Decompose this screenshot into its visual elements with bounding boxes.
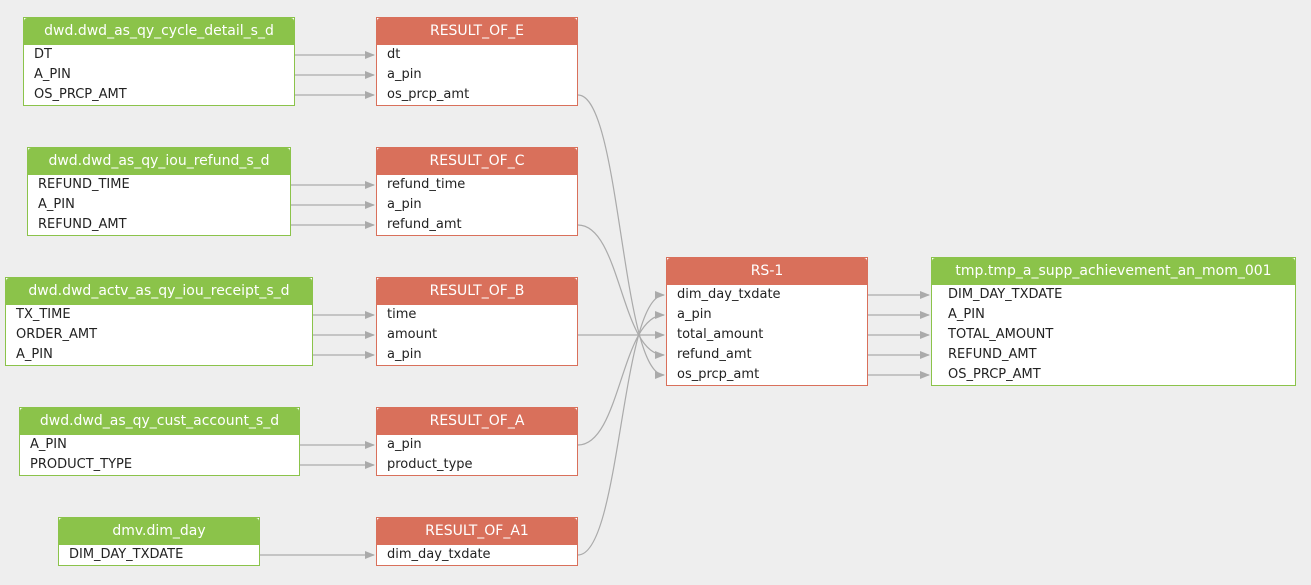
result-node-c[interactable]: RESULT_OF_C refund_time a_pin refund_amt — [376, 147, 578, 236]
edge-rs1-os-prcp-amt — [577, 94, 665, 379]
table-node-cust-account[interactable]: dwd.dwd_as_qy_cust_account_s_d A_PIN PRO… — [19, 407, 300, 476]
edge-rs1-a-pin — [577, 311, 665, 446]
result-node-b[interactable]: RESULT_OF_B time amount a_pin — [376, 277, 578, 366]
field-a-pin[interactable]: a_pin — [677, 307, 712, 322]
field-order-amt[interactable]: ORDER_AMT — [16, 327, 98, 342]
node-title: RESULT_OF_B — [377, 278, 577, 305]
node-title: dwd.dwd_as_qy_cycle_detail_s_d — [24, 18, 294, 45]
edge-rs1-refund-amt — [577, 224, 665, 359]
field-total-amount[interactable]: total_amount — [677, 327, 764, 342]
node-title: dwd.dwd_actv_as_qy_iou_receipt_s_d — [6, 278, 312, 305]
field-tx-time[interactable]: TX_TIME — [16, 307, 71, 322]
table-node-cycle-detail[interactable]: dwd.dwd_as_qy_cycle_detail_s_d DT A_PIN … — [23, 17, 295, 106]
table-node-target[interactable]: tmp.tmp_a_supp_achievement_an_mom_001 DI… — [931, 257, 1296, 386]
field-dt[interactable]: dt — [387, 47, 401, 62]
table-node-dim-day[interactable]: dmv.dim_day DIM_DAY_TXDATE — [58, 517, 260, 566]
field-os-prcp-amt[interactable]: os_prcp_amt — [387, 87, 470, 102]
node-title: RESULT_OF_E — [377, 18, 577, 45]
field-a-pin[interactable]: A_PIN — [38, 197, 75, 212]
field-time[interactable]: time — [387, 307, 417, 322]
field-os-prcp-amt[interactable]: OS_PRCP_AMT — [34, 87, 127, 102]
field-total-amount[interactable]: TOTAL_AMOUNT — [948, 327, 1054, 342]
table-node-iou-refund[interactable]: dwd.dwd_as_qy_iou_refund_s_d REFUND_TIME… — [27, 147, 291, 236]
field-refund-amt[interactable]: REFUND_AMT — [948, 347, 1037, 362]
node-title: RESULT_OF_A — [377, 408, 577, 435]
result-node-a[interactable]: RESULT_OF_A a_pin product_type — [376, 407, 578, 476]
node-title: dwd.dwd_as_qy_iou_refund_s_d — [28, 148, 290, 175]
field-dim-day-txdate[interactable]: DIM_DAY_TXDATE — [69, 547, 184, 562]
node-title: RS-1 — [667, 258, 867, 285]
field-a-pin[interactable]: a_pin — [387, 437, 422, 452]
field-product-type[interactable]: PRODUCT_TYPE — [30, 457, 133, 472]
field-refund-amt[interactable]: refund_amt — [387, 217, 462, 232]
field-dim-day-txdate[interactable]: dim_day_txdate — [677, 287, 781, 302]
field-a-pin[interactable]: A_PIN — [34, 67, 71, 82]
field-os-prcp-amt[interactable]: OS_PRCP_AMT — [948, 367, 1041, 382]
result-node-e[interactable]: RESULT_OF_E dt a_pin os_prcp_amt — [376, 17, 578, 106]
field-refund-time[interactable]: REFUND_TIME — [38, 177, 130, 192]
table-node-iou-receipt[interactable]: dwd.dwd_actv_as_qy_iou_receipt_s_d TX_TI… — [5, 277, 313, 366]
field-amount[interactable]: amount — [387, 327, 438, 342]
node-title: tmp.tmp_a_supp_achievement_an_mom_001 — [932, 258, 1295, 285]
field-a-pin[interactable]: a_pin — [387, 347, 422, 362]
field-a-pin[interactable]: a_pin — [387, 67, 422, 82]
field-dim-day-txdate[interactable]: dim_day_txdate — [387, 547, 491, 562]
field-a-pin[interactable]: A_PIN — [948, 307, 985, 322]
field-os-prcp-amt[interactable]: os_prcp_amt — [677, 367, 760, 382]
field-refund-amt[interactable]: refund_amt — [677, 347, 752, 362]
result-node-a1[interactable]: RESULT_OF_A1 dim_day_txdate — [376, 517, 578, 566]
field-a-pin[interactable]: A_PIN — [30, 437, 67, 452]
node-title: RESULT_OF_A1 — [377, 518, 577, 545]
field-dt[interactable]: DT — [34, 47, 52, 62]
field-dim-day-txdate[interactable]: DIM_DAY_TXDATE — [948, 287, 1063, 302]
result-node-rs1[interactable]: RS-1 dim_day_txdate a_pin total_amount r… — [666, 257, 868, 386]
field-refund-amt[interactable]: REFUND_AMT — [38, 217, 127, 232]
node-title: RESULT_OF_C — [377, 148, 577, 175]
field-refund-time[interactable]: refund_time — [387, 177, 466, 192]
field-a-pin[interactable]: a_pin — [387, 197, 422, 212]
node-title: dwd.dwd_as_qy_cust_account_s_d — [20, 408, 299, 435]
field-a-pin[interactable]: A_PIN — [16, 347, 53, 362]
edge-rs1-dim-day-txdate — [577, 291, 665, 556]
node-title: dmv.dim_day — [59, 518, 259, 545]
field-product-type[interactable]: product_type — [387, 457, 473, 472]
